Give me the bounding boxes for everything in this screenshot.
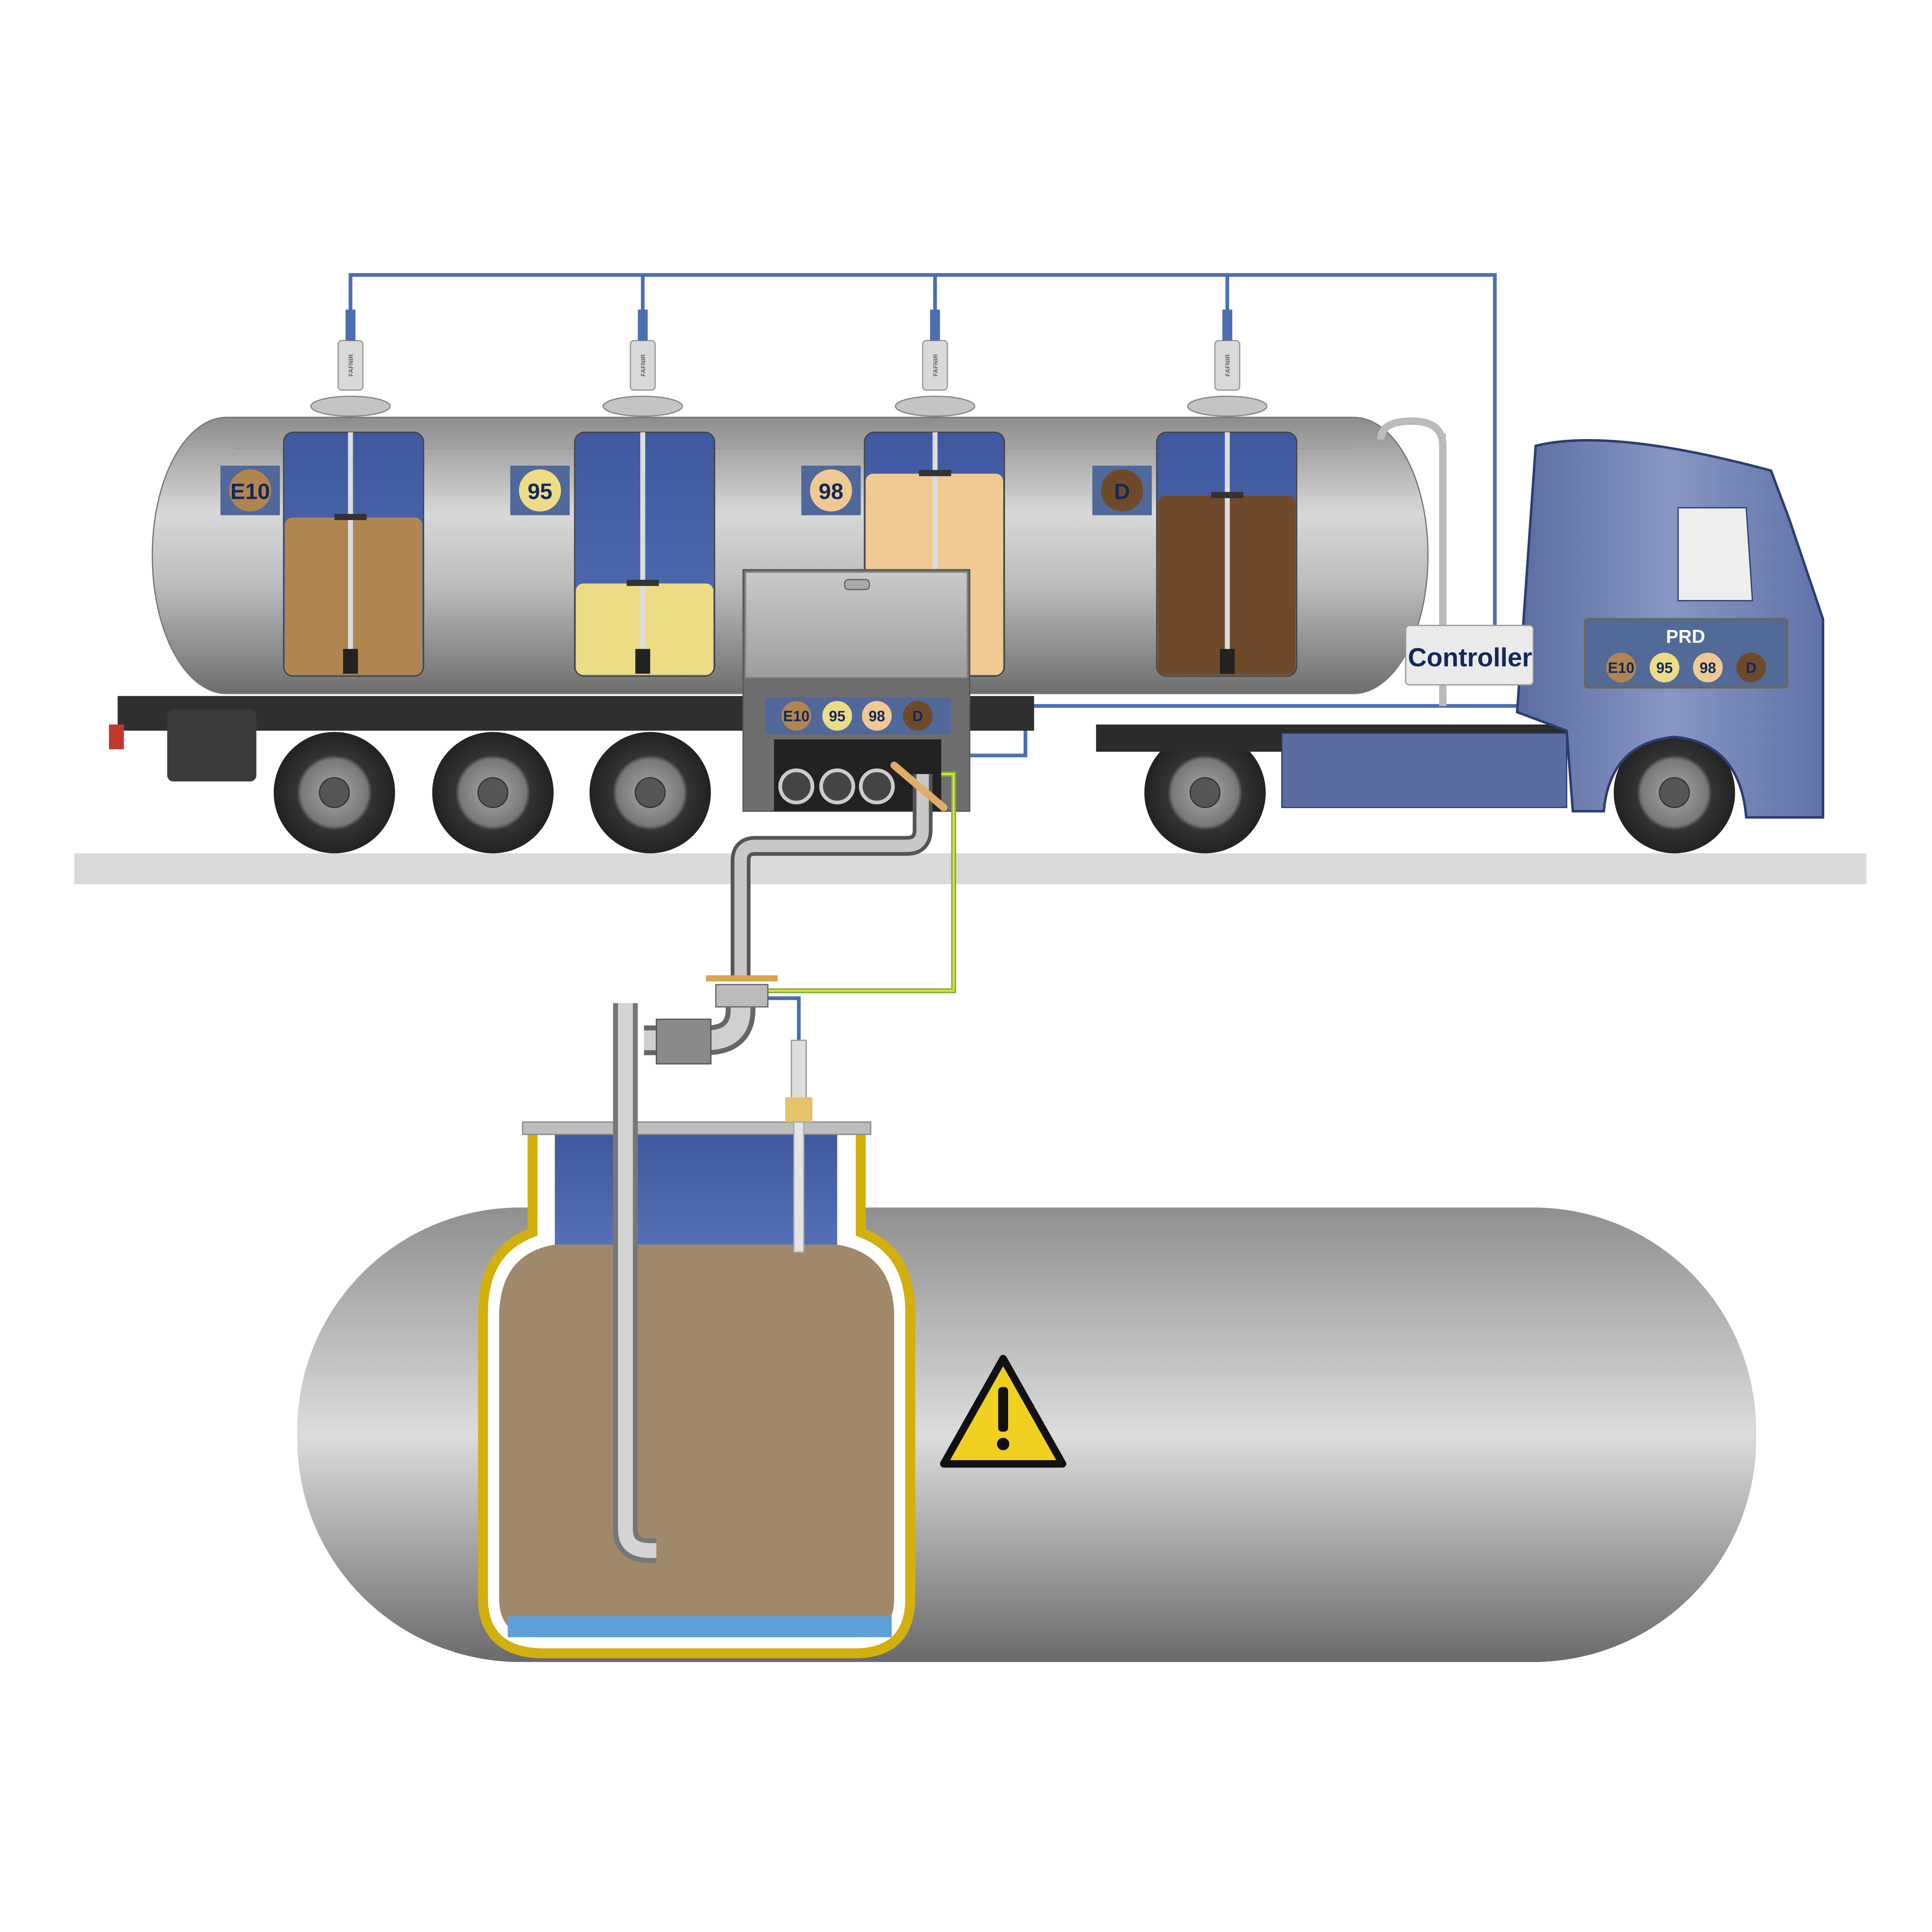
level-probe-sensor: FAFNIR xyxy=(337,310,364,391)
wheel xyxy=(432,732,554,854)
manifold-cabinet xyxy=(742,569,971,812)
compartment-label-95: 95 xyxy=(510,466,570,515)
svg-text:E10: E10 xyxy=(1608,660,1634,676)
manifold-badge-E10: E10 xyxy=(781,701,811,731)
manifold-badge-D: D xyxy=(903,701,933,731)
tank-sensor-wire xyxy=(768,996,801,1041)
svg-text:E10: E10 xyxy=(230,480,270,504)
probe-float xyxy=(1211,492,1243,498)
level-probe-tank xyxy=(785,1039,813,1253)
svg-text:95: 95 xyxy=(527,480,552,504)
ground-wire xyxy=(768,771,956,993)
fill-pipe xyxy=(613,1003,656,1563)
probe-float xyxy=(626,580,659,586)
svg-text:95: 95 xyxy=(1656,660,1673,676)
probe-rod xyxy=(348,432,353,651)
manifold-badge-98: 98 xyxy=(862,701,892,731)
prd-badge-D: D xyxy=(1736,653,1766,683)
tank-dome xyxy=(895,396,976,417)
compartment-label-E10: E10 xyxy=(220,466,280,515)
rear-bumper xyxy=(167,709,257,782)
svg-text:E10: E10 xyxy=(783,708,810,724)
controller-box: Controller xyxy=(1405,433,1534,706)
svg-text:95: 95 xyxy=(829,708,845,724)
level-probe-sensor: FAFNIR xyxy=(629,310,656,391)
sensor-brand-logo: FAFNIR xyxy=(640,354,647,376)
warning-triangle-icon xyxy=(940,1355,1066,1468)
svg-text:98: 98 xyxy=(819,480,844,504)
controller-label: Controller xyxy=(1408,643,1532,672)
wheel xyxy=(274,732,395,854)
svg-text:D: D xyxy=(912,708,923,724)
compartment-E10: FAFNIR E10 xyxy=(220,310,424,677)
outlet-coupling xyxy=(819,768,855,804)
coupler-handle xyxy=(890,762,947,811)
probe-float xyxy=(334,514,367,520)
sensor-brand-logo: FAFNIR xyxy=(347,354,354,376)
level-probe-sensor: FAFNIR xyxy=(1214,310,1240,391)
tank-dome xyxy=(1187,396,1268,417)
wheel xyxy=(589,732,711,854)
manifold-badge-95: 95 xyxy=(822,701,852,731)
sensor-brand-logo: FAFNIR xyxy=(932,354,939,376)
compartment-label-D: D xyxy=(1092,466,1152,515)
outlet-coupling xyxy=(778,768,815,804)
level-probe-sensor: FAFNIR xyxy=(922,310,948,391)
compartment-D: FAFNIR D xyxy=(1092,310,1298,677)
fuel-level xyxy=(285,517,422,675)
underground-tank xyxy=(297,1121,1756,1662)
probe-rod xyxy=(1225,432,1230,651)
api-valve xyxy=(715,984,769,1008)
ground-strip xyxy=(74,853,1867,884)
pipe-coupling xyxy=(656,1019,712,1065)
prd-badge-95: 95 xyxy=(1650,653,1680,683)
prd-badge-98: 98 xyxy=(1693,653,1723,683)
svg-text:98: 98 xyxy=(1699,660,1716,676)
svg-text:98: 98 xyxy=(869,708,885,724)
rear-light xyxy=(109,724,124,750)
compartment-label-98: 98 xyxy=(801,466,861,515)
wheel xyxy=(1144,732,1266,854)
tank-dome xyxy=(602,396,683,417)
tank-dome xyxy=(310,396,391,417)
sensor-brand-logo: FAFNIR xyxy=(1225,354,1231,376)
svg-text:D: D xyxy=(1746,660,1757,676)
svg-text:D: D xyxy=(1114,480,1130,504)
prd-badge-E10: E10 xyxy=(1606,653,1636,683)
prd-title: PRD xyxy=(1666,626,1705,647)
probe-float xyxy=(919,470,951,476)
wheel xyxy=(1614,732,1735,854)
probe-rod xyxy=(640,432,645,651)
outlet-coupling xyxy=(859,768,895,804)
compartment-95: FAFNIR 95 xyxy=(510,310,715,677)
